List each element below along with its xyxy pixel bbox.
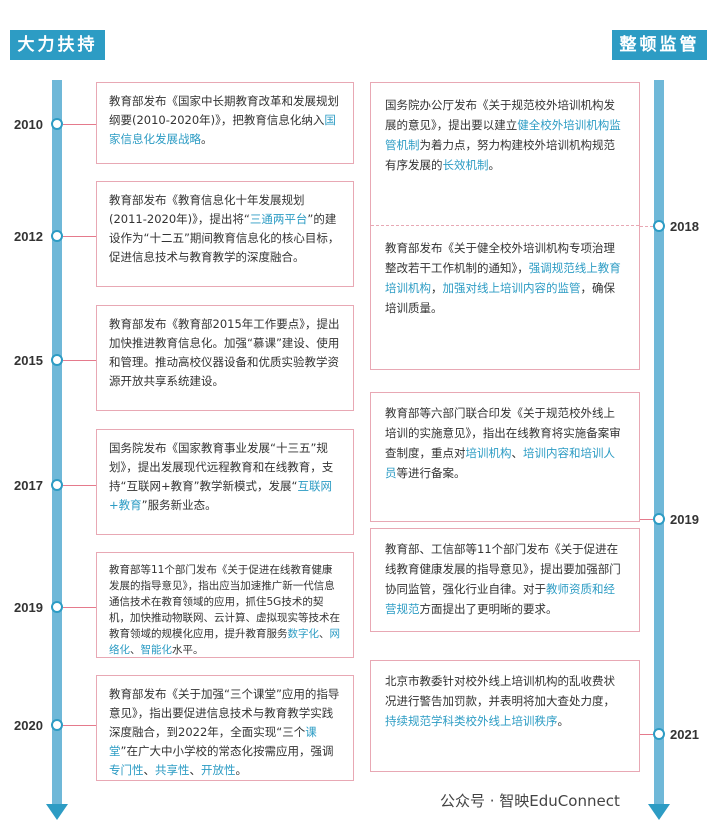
year-label-2012: 2012 xyxy=(14,229,43,244)
body-text: 国务院办公厅发布《关于规范校外培训机构发展的意见》，提出要以建立 xyxy=(385,98,615,132)
highlight-text: 三通两平台 xyxy=(249,212,308,226)
year-label-2019: 2019 xyxy=(670,512,699,527)
body-text: 教育部发布《关于加强“三个课堂”应用的指导意见》，指出要促进信息技术与教育教学实… xyxy=(109,687,340,739)
timeline-axis-left xyxy=(52,80,62,805)
body-text: 、 xyxy=(130,644,141,656)
connector-line xyxy=(63,124,96,125)
connector-line xyxy=(63,725,96,726)
header-left-label: 大力扶持 xyxy=(10,30,105,60)
header-right-label: 整顿监管 xyxy=(612,30,707,60)
event-box-2020: 教育部发布《关于加强“三个课堂”应用的指导意见》，指出要促进信息技术与教育教学实… xyxy=(96,675,354,781)
divider xyxy=(371,225,639,226)
connector-line xyxy=(640,734,653,735)
highlight-text: 国家信息化发展战略 xyxy=(109,113,336,146)
event-box-2018: 国务院办公厅发布《关于规范校外培训机构发展的意见》，提出要以建立健全校外培训机构… xyxy=(370,82,640,370)
highlight-text: 互联网+教育 xyxy=(109,479,333,512)
event-box-2019-a: 教育部等六部门联合印发《关于规范校外线上培训的实施意见》，指出在线教育将实施备案… xyxy=(370,392,640,522)
connector-line xyxy=(63,485,96,486)
timeline-dot-icon xyxy=(653,220,665,232)
body-text: 北京市教委针对校外线上培训机构的乱收费状况进行警告加罚款，并表明将加大查处力度， xyxy=(385,674,615,708)
year-label-2020: 2020 xyxy=(14,718,43,733)
timeline-dot-icon xyxy=(653,513,665,525)
event-box-2019-b: 教育部、工信部等11个部门发布《关于促进在线教育健康发展的指导意见》，提出要加强… xyxy=(370,528,640,632)
highlight-text: 数字化 xyxy=(287,628,320,640)
body-text: 为着力点，努力构建校外培训机构规范有序发展的 xyxy=(385,138,615,172)
connector-line xyxy=(63,236,96,237)
body-text: 。 xyxy=(557,714,570,728)
highlight-text: 培训机构 xyxy=(465,446,512,460)
timeline-dot-icon xyxy=(51,354,63,366)
highlight-text: 共享性 xyxy=(155,763,190,777)
body-text: 。 xyxy=(235,763,248,777)
body-text: 水平。 xyxy=(172,644,204,656)
body-text: ”服务新业态。 xyxy=(141,498,217,512)
timeline-dot-icon xyxy=(51,230,63,242)
event-box-2012: 教育部发布《教育信息化十年发展规划(2011-2020年)》，提出将“三通两平台… xyxy=(96,181,354,287)
body-text: 教育部、工信部等11个部门发布《关于促进在线教育健康发展的指导意见》，提出要加强… xyxy=(385,542,621,596)
highlight-text: 长效机制 xyxy=(442,158,489,172)
body-text: 、 xyxy=(189,763,202,777)
event-box-2019: 教育部等11个部门发布《关于促进在线教育健康发展的指导意见》，指出应当加速推广新… xyxy=(96,552,354,658)
body-text: 教育部发布《国家中长期教育改革和发展规划纲要(2010-2020年)》，把教育信… xyxy=(109,94,339,127)
body-text: 教育部等六部门联合印发《关于规范校外线上培训的实施意见》，指出在线教育将实施备案… xyxy=(385,406,621,460)
event-box-2015: 教育部发布《教育部2015年工作要点》，提出加快推进教育信息化。加强“慕课”建设… xyxy=(96,305,354,411)
body-text: 。 xyxy=(488,158,501,172)
body-text: 。 xyxy=(201,132,213,146)
timeline-dot-icon xyxy=(51,479,63,491)
body-text: 等进行备案。 xyxy=(396,466,466,480)
year-label-2015: 2015 xyxy=(14,353,43,368)
highlight-text: 课堂 xyxy=(109,725,317,758)
highlight-text: 网络化 xyxy=(109,628,340,656)
body-text: 、 xyxy=(319,628,330,640)
highlight-text: 健全校外培训机构监管机制 xyxy=(385,118,621,152)
highlight-text: 专门性 xyxy=(109,763,144,777)
connector-line xyxy=(63,607,96,608)
body-text: 教育部发布《关于健全校外培训机构专项治理整改若干工作机制的通知》， xyxy=(385,241,615,275)
body-text: ， xyxy=(431,281,443,295)
event-text-2018b: 教育部发布《关于健全校外培训机构专项治理整改若干工作机制的通知》，强调规范线上教… xyxy=(371,226,639,330)
year-label-2021: 2021 xyxy=(670,727,699,742)
body-text: ，确保培训质量。 xyxy=(385,281,615,315)
event-box-2017: 国务院发布《国家教育事业发展“十三五”规划》，提出发展现代远程教育和在线教育，支… xyxy=(96,429,354,535)
highlight-text: 教师资质和经营规范 xyxy=(385,582,615,616)
body-text: 、 xyxy=(511,446,524,460)
highlight-text: 开放性 xyxy=(201,763,236,777)
highlight-text: 培训内容和培训人员 xyxy=(385,446,615,480)
event-box-2021: 北京市教委针对校外线上培训机构的乱收费状况进行警告加罚款，并表明将加大查处力度，… xyxy=(370,660,640,772)
arrow-down-icon xyxy=(648,804,670,820)
body-text: 国务院发布《国家教育事业发展“十三五”规划》，提出发展现代远程教育和在线教育，支… xyxy=(109,441,334,493)
body-text: ”在广大中小学校的常态化按需应用，强调 xyxy=(120,744,334,758)
year-label-2010: 2010 xyxy=(14,117,43,132)
body-text: 教育部发布《教育部2015年工作要点》，提出加快推进教育信息化。加强“慕课”建设… xyxy=(109,317,340,388)
footer-watermark: 公众号 · 智映EduConnect xyxy=(440,792,620,810)
highlight-text: 强调规范线上教育培训机构 xyxy=(385,261,621,295)
year-label-2019: 2019 xyxy=(14,600,43,615)
body-text: 教育部发布《教育信息化十年发展规划(2011-2020年)》，提出将“ xyxy=(109,193,305,226)
timeline-dot-icon xyxy=(51,601,63,613)
timeline-dot-icon xyxy=(653,728,665,740)
body-text: 、 xyxy=(143,763,156,777)
highlight-text: 持续规范学科类校外线上培训秩序 xyxy=(385,714,558,728)
connector-line xyxy=(63,360,96,361)
highlight-text: 加强对线上培训内容的监管 xyxy=(442,281,581,295)
body-text: ”的建设作为“十二五”期间教育信息化的核心目标，促进信息技术与教育教学的深度融合… xyxy=(109,212,340,264)
body-text: 方面提出了更明晰的要求。 xyxy=(419,602,558,616)
highlight-text: 智能化 xyxy=(140,644,173,656)
body-text: 教育部等11个部门发布《关于促进在线教育健康发展的指导意见》，指出应当加速推广新… xyxy=(109,564,340,640)
timeline-dot-icon xyxy=(51,719,63,731)
event-text-2018a: 国务院办公厅发布《关于规范校外培训机构发展的意见》，提出要以建立健全校外培训机构… xyxy=(371,83,639,225)
year-label-2018: 2018 xyxy=(670,219,699,234)
arrow-down-icon xyxy=(46,804,68,820)
timeline-axis-right xyxy=(654,80,664,805)
connector-line xyxy=(640,519,653,520)
year-label-2017: 2017 xyxy=(14,478,43,493)
event-box-2010: 教育部发布《国家中长期教育改革和发展规划纲要(2010-2020年)》，把教育信… xyxy=(96,82,354,164)
timeline-dot-icon xyxy=(51,118,63,130)
